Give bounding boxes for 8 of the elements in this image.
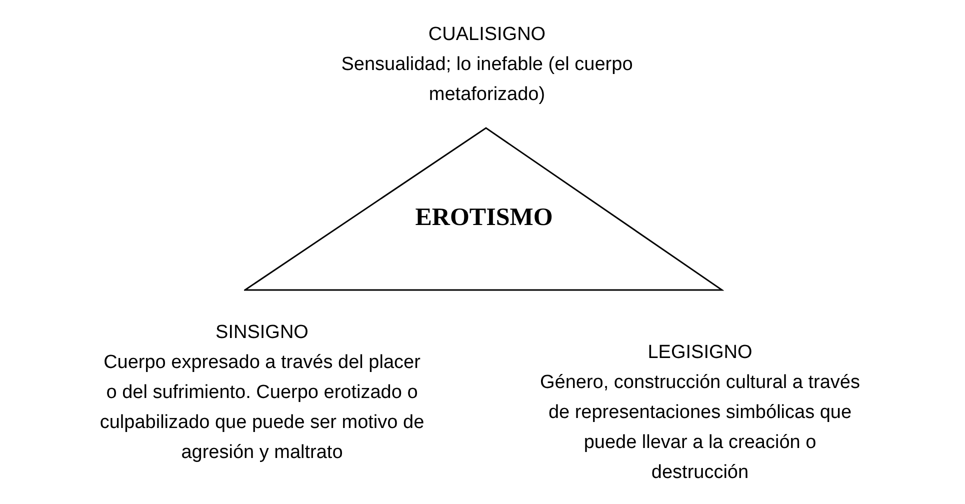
center-title: EROTISMO (414, 204, 554, 232)
triangle-shape (244, 126, 724, 292)
vertex-heading: CUALISIGNO (427, 23, 547, 47)
vertex-heading: LEGISIGNO (646, 341, 754, 365)
vertex-description: Sensualidad; lo inefable (el cuerpo metaforizado) (340, 53, 634, 107)
vertex-heading: SINSIGNO (214, 321, 310, 345)
vertex-description: Género, construcción cultural a través de representaciones simbólicas que puede llevar a la creación o destrucción (539, 371, 861, 485)
vertex-description: Cuerpo expresado a través del placer o del sufrimiento. Cuerpo erotizado o culpabilizado que puede ser motivo de agresión y maltrato (98, 351, 426, 465)
